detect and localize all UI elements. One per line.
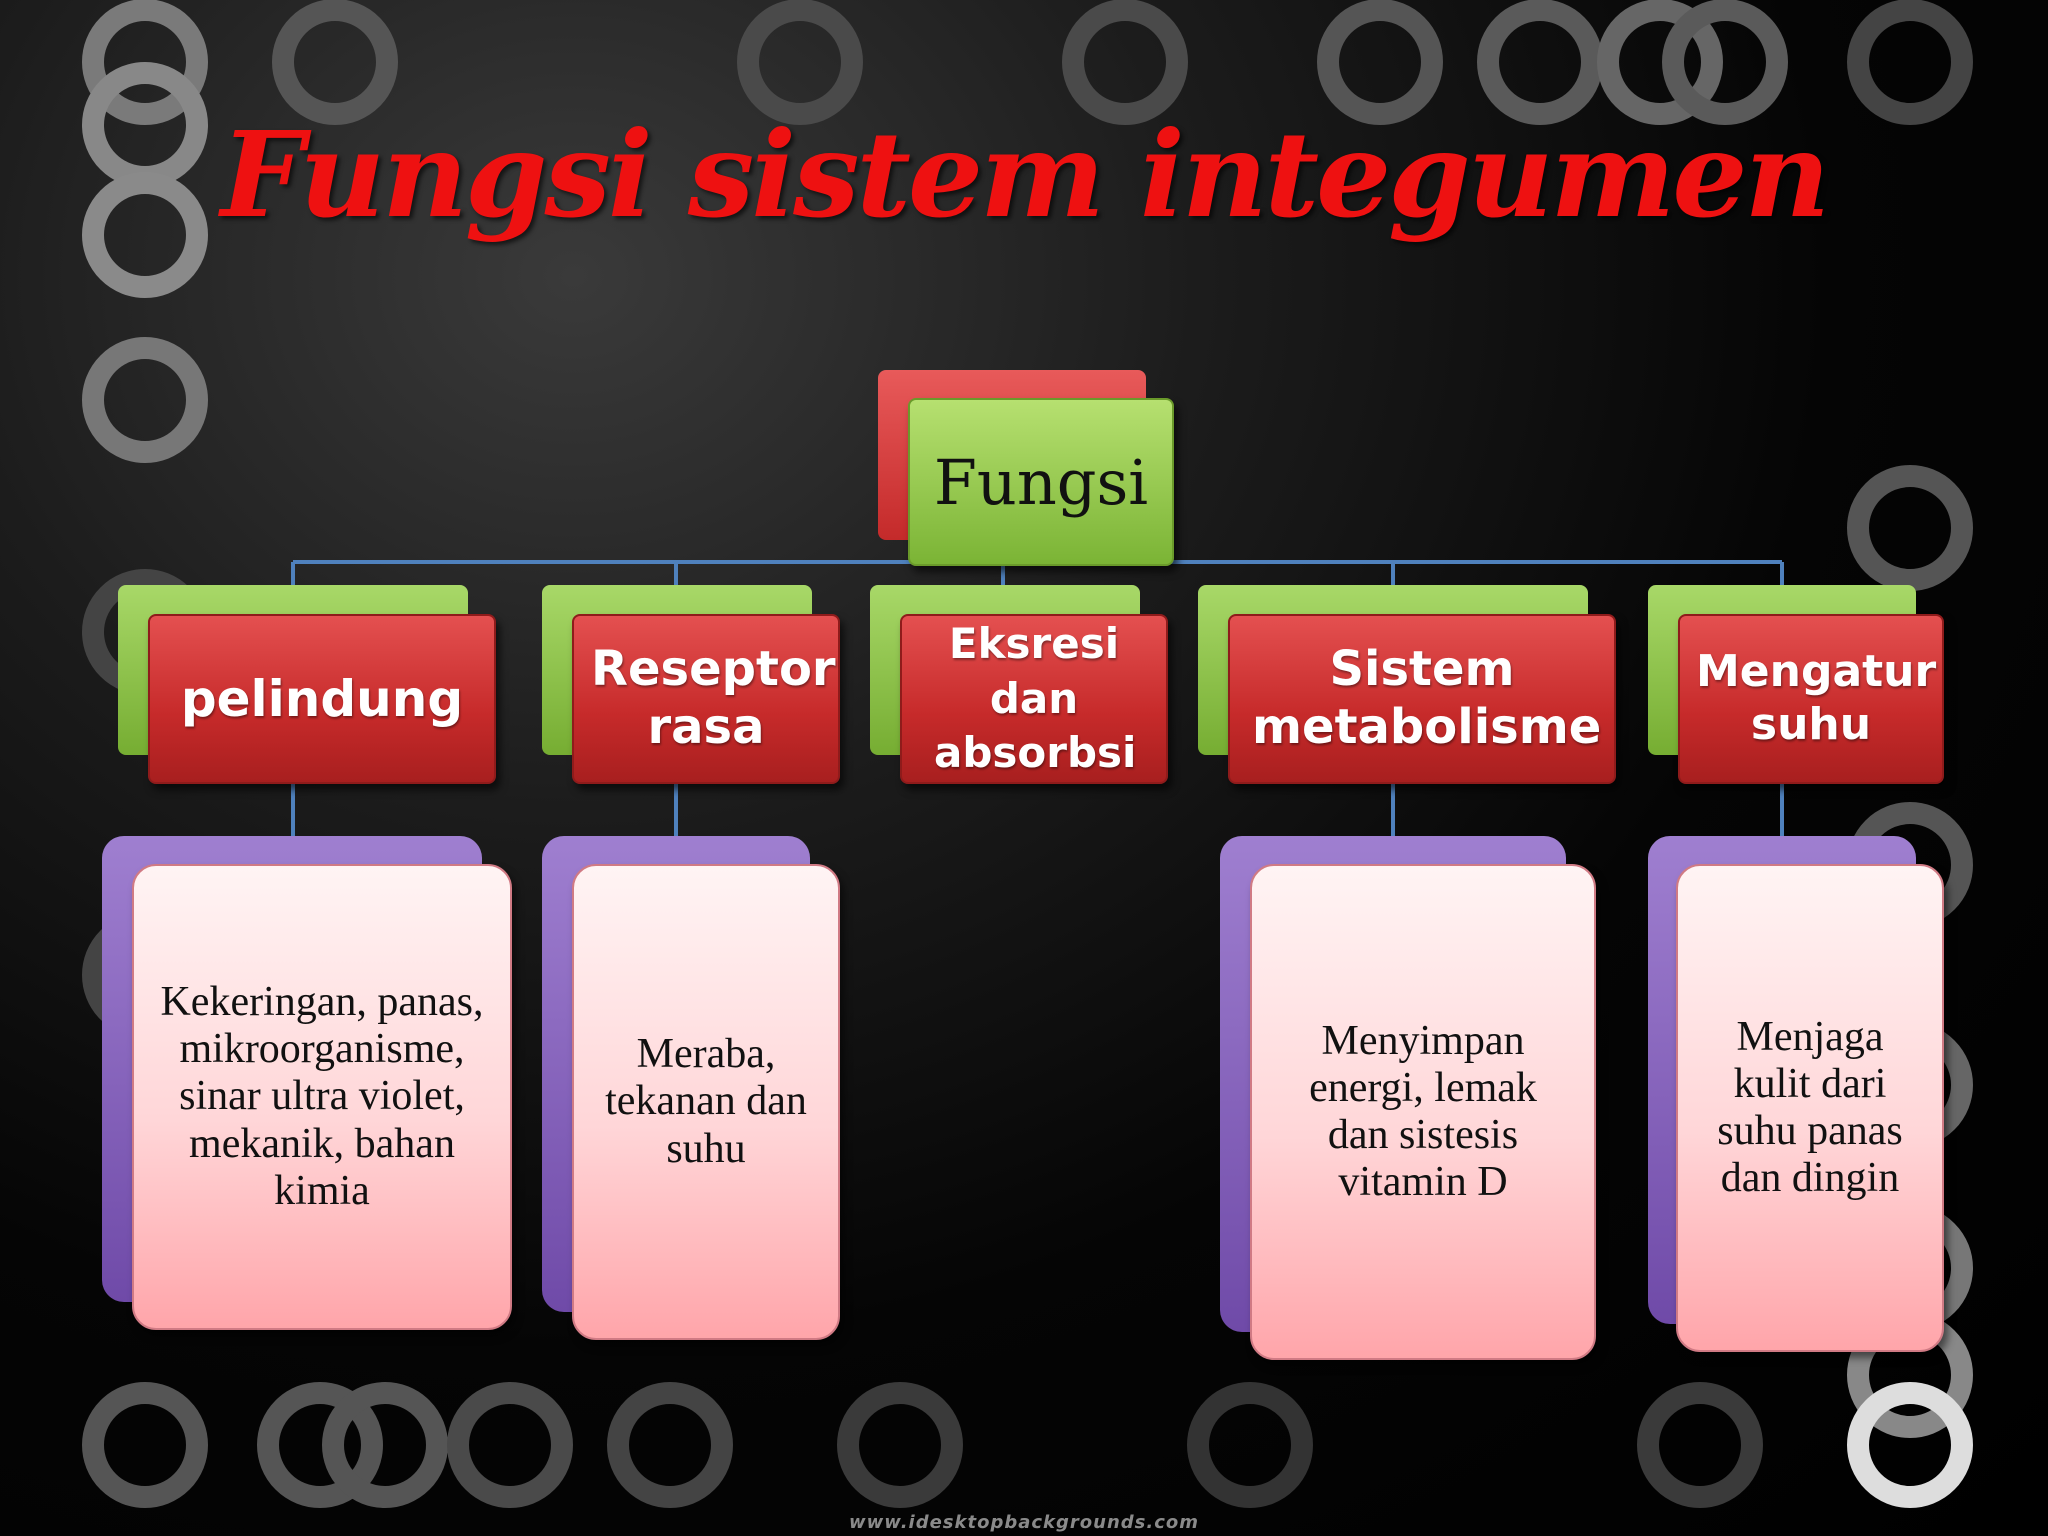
ring-decoration — [1637, 1382, 1763, 1508]
category-label: pelindung — [180, 670, 464, 728]
description-text: Meraba, tekanan dan suhu — [605, 1031, 807, 1172]
ring-decoration — [1597, 0, 1723, 125]
category-label: Eksresi dan absorbsi — [934, 619, 1137, 778]
ring-decoration — [1847, 465, 1973, 591]
ring-decoration — [272, 0, 398, 125]
ring-decoration — [257, 1382, 383, 1508]
ring-decoration — [82, 1382, 208, 1508]
ring-decoration — [82, 0, 208, 125]
root-node-label: Fungsi — [933, 445, 1149, 519]
category-label: Sistem metabolisme — [1252, 641, 1602, 755]
ring-decoration — [447, 1382, 573, 1508]
description-node-reseptor-rasa: Meraba, tekanan dan suhu — [572, 864, 840, 1340]
root-node: Fungsi — [908, 398, 1174, 566]
description-text: Kekeringan, panas, mikroorganisme, sinar… — [160, 979, 484, 1214]
ring-decoration — [1187, 1382, 1313, 1508]
category-label: Mengatur suhu — [1696, 646, 1937, 750]
ring-decoration — [1662, 0, 1788, 125]
ring-decoration — [82, 172, 208, 298]
ring-decoration — [1062, 0, 1188, 125]
description-text: Menjaga kulit dari suhu panas dan dingin — [1717, 1013, 1903, 1202]
ring-decoration — [737, 0, 863, 125]
category-node-sistem-metabolisme: Sistem metabolisme — [1228, 614, 1616, 784]
description-text: Menyimpan energi, lemak dan sistesis vit… — [1309, 1017, 1537, 1206]
category-node-eksresi-dan-absorbsi: Eksresi dan absorbsi — [900, 614, 1168, 784]
description-node-pelindung: Kekeringan, panas, mikroorganisme, sinar… — [132, 864, 512, 1330]
category-node-mengatur-suhu: Mengatur suhu — [1678, 614, 1944, 784]
ring-decoration — [82, 337, 208, 463]
ring-decoration — [1477, 0, 1603, 125]
watermark: www.idesktopbackgrounds.com — [848, 1512, 1200, 1533]
ring-decoration — [322, 1382, 448, 1508]
category-label: Reseptor rasa — [591, 641, 836, 755]
description-node-mengatur-suhu: Menjaga kulit dari suhu panas dan dingin — [1676, 864, 1944, 1352]
ring-decoration — [1317, 0, 1443, 125]
category-node-reseptor-rasa: Reseptor rasa — [572, 614, 840, 784]
category-node-pelindung: pelindung — [148, 614, 496, 784]
ring-decoration — [1847, 1382, 1973, 1508]
ring-decoration — [607, 1382, 733, 1508]
description-node-sistem-metabolisme: Menyimpan energi, lemak dan sistesis vit… — [1250, 864, 1596, 1360]
ring-decoration — [837, 1382, 963, 1508]
ring-decoration — [1847, 0, 1973, 125]
slide-title: Fungsi sistem integumen — [220, 105, 1831, 244]
